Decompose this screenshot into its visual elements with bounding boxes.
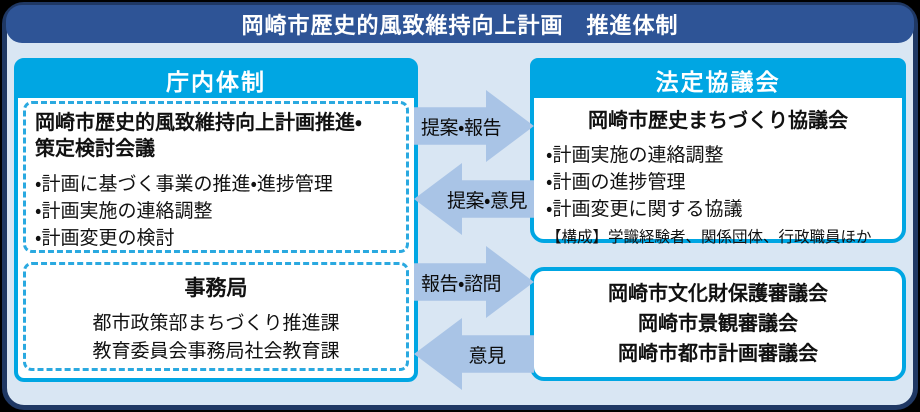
secretariat-title: 事務局: [184, 277, 248, 300]
review-board-line: 岡崎市景観審議会: [638, 313, 798, 335]
statutory-council-panel: 法定協議会 岡崎市歴史まちづくり協議会 ・計画実施の連絡調整 ・計画の進捗管理 …: [530, 58, 906, 246]
arrow-label: 提案・意見: [447, 190, 527, 212]
promotion-council-title: 岡崎市歴史的風致維持向上計画推進・ 策定検討会議: [35, 112, 362, 160]
arrow-report-consultation: 報告・諮問: [414, 246, 534, 318]
bullet-item: ・計画実施の連絡調整: [35, 201, 213, 223]
secretariat-departments: 都市政策部まちづくり推進課 教育委員会事務局社会教育課: [26, 310, 406, 365]
review-boards-box: 岡崎市文化財保護審議会 岡崎市景観審議会 岡崎市都市計画審議会: [530, 267, 906, 381]
arrow-label: 報告・諮問: [421, 273, 501, 295]
bullet-item: ・計画変更の検討: [35, 228, 175, 250]
diagram-title: 岡崎市歴史的風致維持向上計画 推進体制: [241, 13, 679, 38]
promotion-council-box: 岡崎市歴史的風致維持向上計画推進・ 策定検討会議 ・計画に基づく事業の推進・進捗…: [23, 101, 409, 253]
internal-structure-header-label: 庁内体制: [166, 69, 266, 95]
review-board-line: 岡崎市都市計画審議会: [618, 343, 818, 365]
bullet-item: ・計画に基づく事業の推進・進捗管理: [35, 174, 333, 195]
promotion-council-items: ・計画に基づく事業の推進・進捗管理 ・計画実施の連絡調整 ・計画変更の検討: [35, 171, 397, 252]
secretariat-department-line: 教育委員会事務局社会教育課: [92, 340, 340, 362]
statutory-council-header-label: 法定協議会: [655, 69, 781, 95]
secretariat-box: 事務局 都市政策部まちづくり推進課 教育委員会事務局社会教育課: [23, 262, 409, 371]
bullet-item: ・計画変更に関する協議: [546, 199, 743, 221]
internal-structure-header: 庁内体制: [18, 62, 414, 98]
bullet-item: ・計画実施の連絡調整: [546, 145, 724, 166]
arrow-proposal-opinion: 提案・意見: [414, 163, 534, 235]
arrow-proposal-report: 提案・報告: [414, 90, 534, 162]
machizukuri-council-items: ・計画実施の連絡調整 ・計画の進捗管理 ・計画変更に関する協議: [546, 142, 890, 223]
machizukuri-council-title: 岡崎市歴史まちづくり協議会: [588, 110, 848, 132]
statutory-council-header: 法定協議会: [534, 62, 902, 98]
internal-structure-panel: 庁内体制 岡崎市歴史的風致維持向上計画推進・ 策定検討会議 ・計画に基づく事業の…: [14, 58, 418, 382]
statutory-council-body: 岡崎市歴史まちづくり協議会 ・計画実施の連絡調整 ・計画の進捗管理 ・計画変更に…: [534, 98, 902, 251]
secretariat-department-line: 都市政策部まちづくり推進課: [92, 313, 340, 334]
arrow-opinion: 意見: [414, 318, 534, 390]
bullet-item: ・計画の進捗管理: [546, 172, 686, 194]
diagram-title-bar: 岡崎市歴史的風致維持向上計画 推進体制: [6, 5, 914, 43]
composition-note: 【構成】学識経験者、関係団体、行政職員ほか: [546, 229, 872, 247]
arrow-label: 提案・報告: [421, 117, 501, 139]
review-board-line: 岡崎市文化財保護審議会: [608, 283, 828, 305]
arrow-label: 意見: [468, 345, 506, 367]
